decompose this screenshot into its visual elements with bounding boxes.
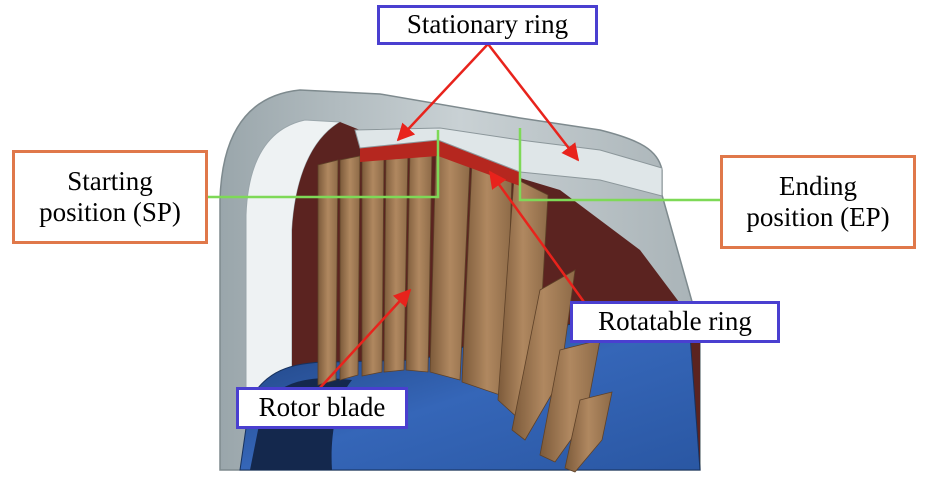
rotatable-ring-band bbox=[360, 140, 520, 186]
leader-lines bbox=[206, 128, 720, 202]
starting-position-line-2: position (SP) bbox=[39, 197, 181, 227]
ending-position-label: Ending position (EP) bbox=[720, 155, 916, 249]
arrow-stationary-left bbox=[396, 43, 489, 142]
stationary-ring-band bbox=[354, 127, 663, 197]
arrow-rotor-blade bbox=[317, 288, 412, 391]
arrow-stationary-right bbox=[487, 43, 580, 162]
rotatable-ring-label: Rotatable ring bbox=[570, 301, 780, 343]
stationary-ring-label: Stationary ring bbox=[377, 5, 598, 45]
rotor-blade-label: Rotor blade bbox=[236, 387, 408, 429]
ending-position-line-1: Ending bbox=[779, 170, 857, 201]
ending-position-line-2: position (EP) bbox=[746, 202, 890, 232]
arrow-rotatable-ring bbox=[488, 170, 586, 303]
callout-arrows bbox=[317, 43, 586, 391]
starting-position-line-1: Starting bbox=[67, 165, 153, 196]
ep-leader-line bbox=[518, 128, 720, 202]
sp-leader-line bbox=[206, 130, 440, 199]
starting-position-label: Starting position (SP) bbox=[12, 150, 208, 244]
